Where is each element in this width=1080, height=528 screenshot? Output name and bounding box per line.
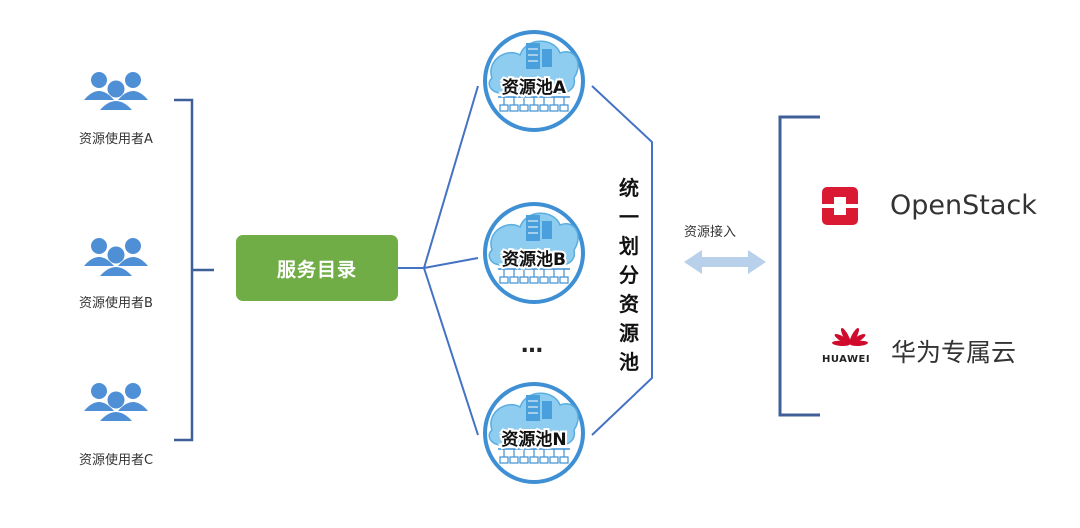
user-label-a: 资源使用者A bbox=[79, 132, 153, 147]
user-group-icon bbox=[84, 383, 148, 421]
resource-pool-a[interactable]: 资源池A bbox=[478, 25, 590, 137]
openstack-name[interactable]: OpenStack bbox=[890, 190, 1037, 221]
providers-bracket bbox=[778, 115, 820, 417]
user-group-icon bbox=[84, 72, 148, 110]
pool-label: 资源池B bbox=[502, 249, 566, 270]
pools-bracket bbox=[591, 85, 653, 436]
openstack-logo bbox=[822, 187, 858, 225]
huawei-brand-text: HUAWEI bbox=[822, 354, 871, 365]
huawei-logo bbox=[832, 328, 868, 347]
pool-label: 资源池A bbox=[502, 77, 567, 98]
user-label-b: 资源使用者B bbox=[79, 296, 153, 311]
catalog-connector bbox=[398, 85, 479, 436]
users-bracket bbox=[174, 98, 214, 442]
huawei-cloud-name[interactable]: 华为专属云 bbox=[891, 338, 1017, 367]
user-group-icon bbox=[84, 238, 148, 276]
more-pools-ellipsis: … bbox=[521, 333, 545, 358]
service-catalog-button[interactable]: 服务目录 bbox=[236, 235, 398, 301]
resource-pool-b[interactable]: 资源池B bbox=[478, 197, 590, 309]
access-label: 资源接入 bbox=[684, 225, 737, 240]
access-arrow bbox=[684, 250, 766, 274]
unified-pool-title: 统一划分资源池 bbox=[619, 176, 639, 374]
pool-label: 资源池N bbox=[501, 429, 566, 450]
user-label-c: 资源使用者C bbox=[78, 453, 154, 468]
resource-pool-n[interactable]: 资源池N bbox=[478, 377, 590, 489]
